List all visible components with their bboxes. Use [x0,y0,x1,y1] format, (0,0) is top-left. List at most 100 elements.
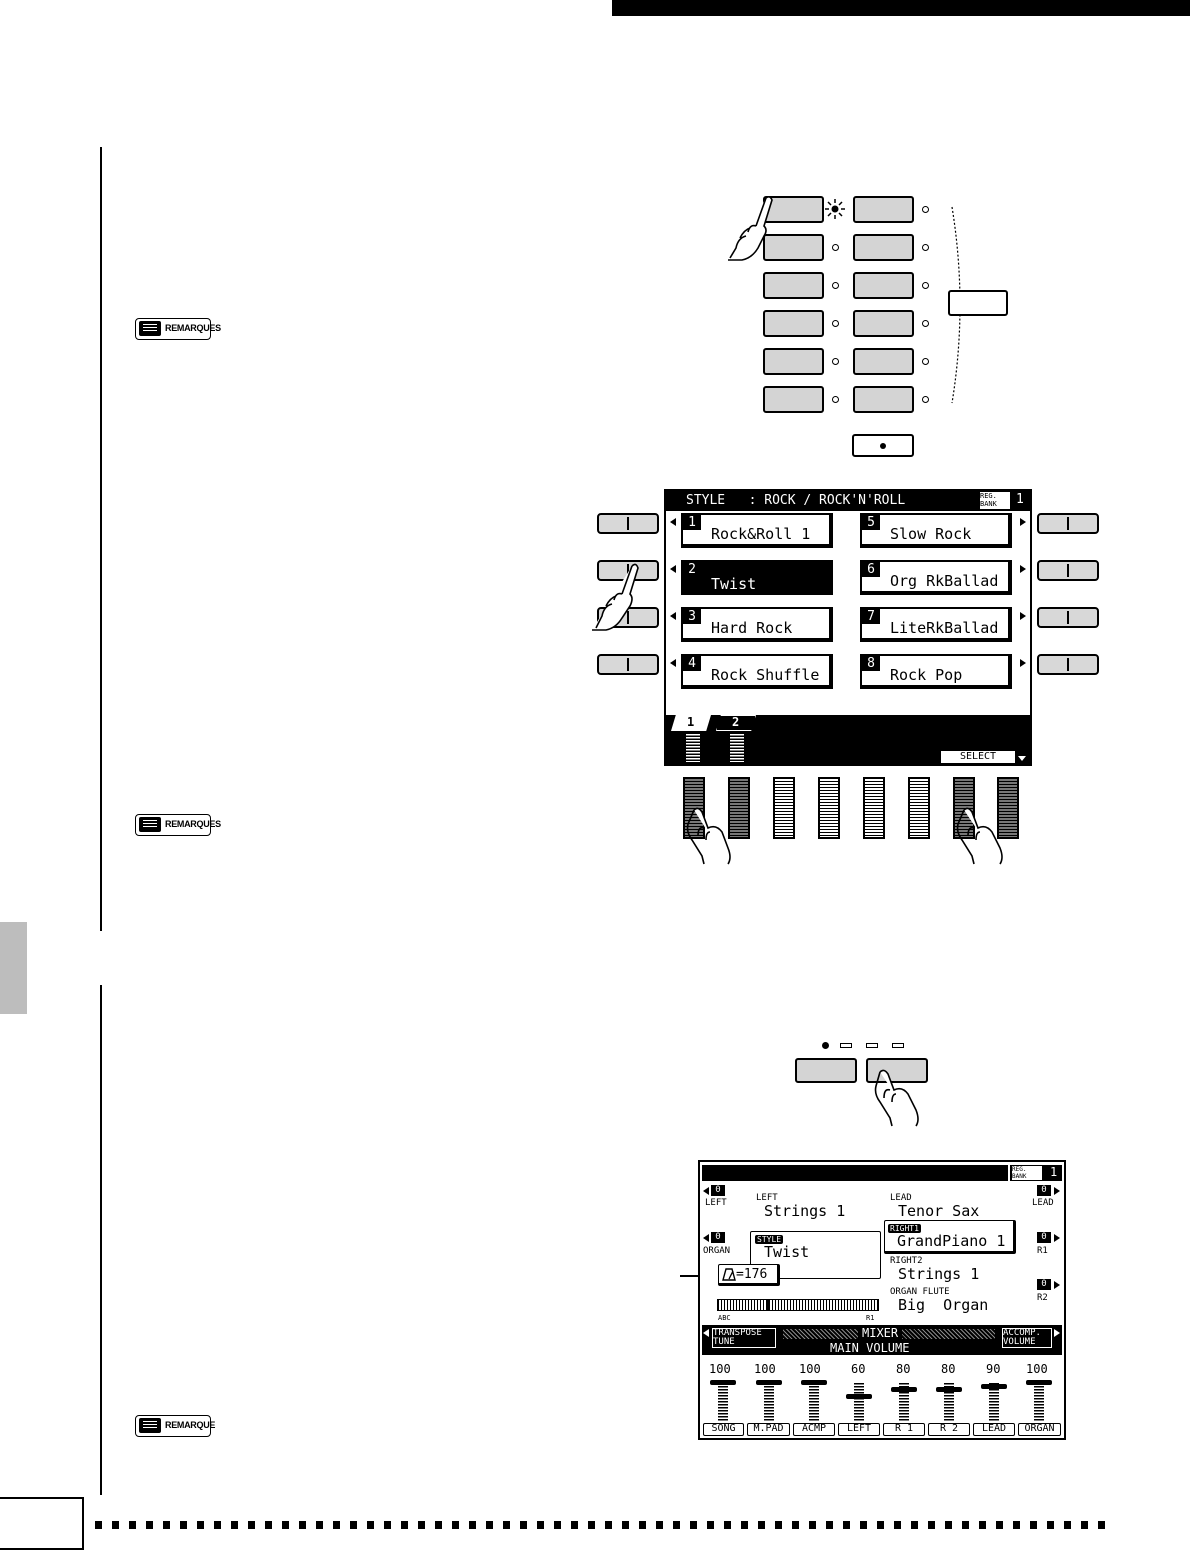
entry-name: Rock&Roll 1 [711,525,811,543]
style-button-2[interactable] [853,196,914,223]
tab-slider-5[interactable] [863,777,885,839]
mixer-fader-knob[interactable] [801,1380,827,1385]
mixer-fader-track [1034,1383,1044,1421]
accomp-volume-tab[interactable]: ACCOMP. VOLUME [1002,1328,1052,1348]
lcd-side-button-right-4[interactable] [1037,654,1099,675]
channel-button-lead[interactable]: LEAD [973,1423,1015,1436]
style-entry-1[interactable]: 1 Rock&Roll 1 [681,513,833,548]
style-button-5[interactable] [763,272,824,299]
left-indicator-value: 0 [711,1185,725,1196]
style-entry-5[interactable]: 5 Slow Rock [860,513,1012,548]
right1-name: GrandPiano 1 [897,1232,1006,1250]
tab-page-2-label: 2 [732,715,740,729]
style-button-4[interactable] [853,234,914,261]
channel-button-r1[interactable]: R 1 [883,1423,925,1436]
organ-voice-name[interactable]: Big Organ [898,1296,989,1314]
organ-voice-label: ORGAN FLUTE [890,1287,950,1297]
note-icon [139,817,161,832]
lead-indicator-value: 0 [1037,1185,1051,1196]
right2-voice-label: RIGHT2 [890,1256,923,1266]
tab-slider-2[interactable] [728,777,750,839]
reg-bank-box: REG. BANK 1 [978,491,1030,511]
tab-slider-6[interactable] [908,777,930,839]
mixer-fader-track [899,1383,909,1421]
arrow-right-icon [1054,1234,1060,1242]
indicator-led [832,358,839,365]
mixer-fader-knob[interactable] [936,1387,962,1392]
mixer-fader-knob[interactable] [891,1387,917,1392]
tab-2-slider-graphic [730,734,744,762]
lit-led-icon [825,199,845,219]
entry-name: Rock Shuffle [711,666,820,684]
bank-button[interactable] [948,290,1008,316]
reg-bank-number: 1 [1016,492,1024,507]
dot-button[interactable] [852,434,914,457]
style-entry-3[interactable]: 3 Hard Rock [681,607,833,642]
right2-voice-name[interactable]: Strings 1 [898,1265,980,1283]
style-button-10[interactable] [853,348,914,375]
mixer-fader-knob[interactable] [981,1384,1007,1389]
style-box-label: STYLE [755,1235,784,1244]
channel-button-song[interactable]: SONG [703,1423,744,1436]
style-button-8[interactable] [853,310,914,337]
indicator-dash [866,1043,878,1048]
tab-page-1[interactable] [671,715,711,731]
tab-slider-3[interactable] [773,777,795,839]
arrow-right-icon [1020,612,1026,620]
lcd-side-button-right-1[interactable] [1037,513,1099,534]
transpose-tune-tab[interactable]: TRANSPOSE TUNE [712,1328,776,1348]
reg-bank-number: 1 [1050,1165,1058,1179]
style-button-12[interactable] [853,386,914,413]
mixer-subtitle: MAIN VOLUME [830,1341,910,1355]
style-button-11[interactable] [763,386,824,413]
mixer-fader-track [718,1383,728,1421]
pointing-hand-icon [956,807,1003,865]
select-label: SELECT [941,751,1015,763]
style-entry-8[interactable]: 8 Rock Pop [860,654,1012,689]
remarques-label: REMARQUE [165,1420,216,1430]
mixer-fader-knob[interactable] [1026,1380,1052,1385]
channel-button-organ[interactable]: ORGAN [1018,1423,1061,1436]
style-button-9[interactable] [763,348,824,375]
arrow-right-icon [1054,1329,1060,1337]
tab-slider-8[interactable] [997,777,1019,839]
pointing-hand-icon [686,807,731,865]
mixer-fader-knob[interactable] [710,1380,736,1385]
panel-button-right[interactable] [866,1058,928,1083]
tempo-box[interactable]: =176 [718,1264,780,1286]
indicator-led [922,206,929,213]
tab-slider-4[interactable] [818,777,840,839]
style-button-1[interactable] [763,196,824,223]
style-entry-6[interactable]: 6 Org RkBallad [860,560,1012,595]
style-entry-2[interactable]: 2 Twist [681,560,833,595]
channel-button-mpad[interactable]: M.PAD [747,1423,790,1436]
lcd-side-button-right-2[interactable] [1037,560,1099,581]
arrow-left-icon [703,1234,709,1242]
left-voice-name[interactable]: Strings 1 [764,1202,846,1220]
style-box[interactable]: STYLE Twist [750,1231,881,1279]
mixer-value-8: 100 [1026,1362,1048,1376]
style-entry-4[interactable]: 4 Rock Shuffle [681,654,833,689]
channel-button-left[interactable]: LEFT [838,1423,880,1436]
lcd-side-button-left-4[interactable] [597,654,659,675]
right1-box[interactable]: RIGHT1 GrandPiano 1 [884,1220,1016,1254]
lcd-side-button-right-3[interactable] [1037,607,1099,628]
style-button-7[interactable] [763,310,824,337]
style-button-6[interactable] [853,272,914,299]
entry-name: Rock Pop [890,666,963,684]
indicator-led [922,396,929,403]
channel-button-acmp[interactable]: ACMP [793,1423,835,1436]
panel-button-left[interactable] [795,1058,857,1083]
channel-button-r2[interactable]: R 2 [928,1423,970,1436]
lcd-side-button-left-1[interactable] [597,513,659,534]
keyboard-r1-label: R1 [866,1314,875,1322]
style-button-3[interactable] [763,234,824,261]
mixer-fader-knob[interactable] [846,1394,872,1399]
entry-name: Hard Rock [711,619,793,637]
mixer-fader-knob[interactable] [756,1380,782,1385]
style-entry-7[interactable]: 7 LiteRkBallad [860,607,1012,642]
mixer-value-1: 100 [709,1362,731,1376]
lead-voice-name[interactable]: Tenor Sax [898,1202,980,1220]
left-voice-label: LEFT [756,1193,778,1203]
arrow-left-icon [703,1329,709,1337]
